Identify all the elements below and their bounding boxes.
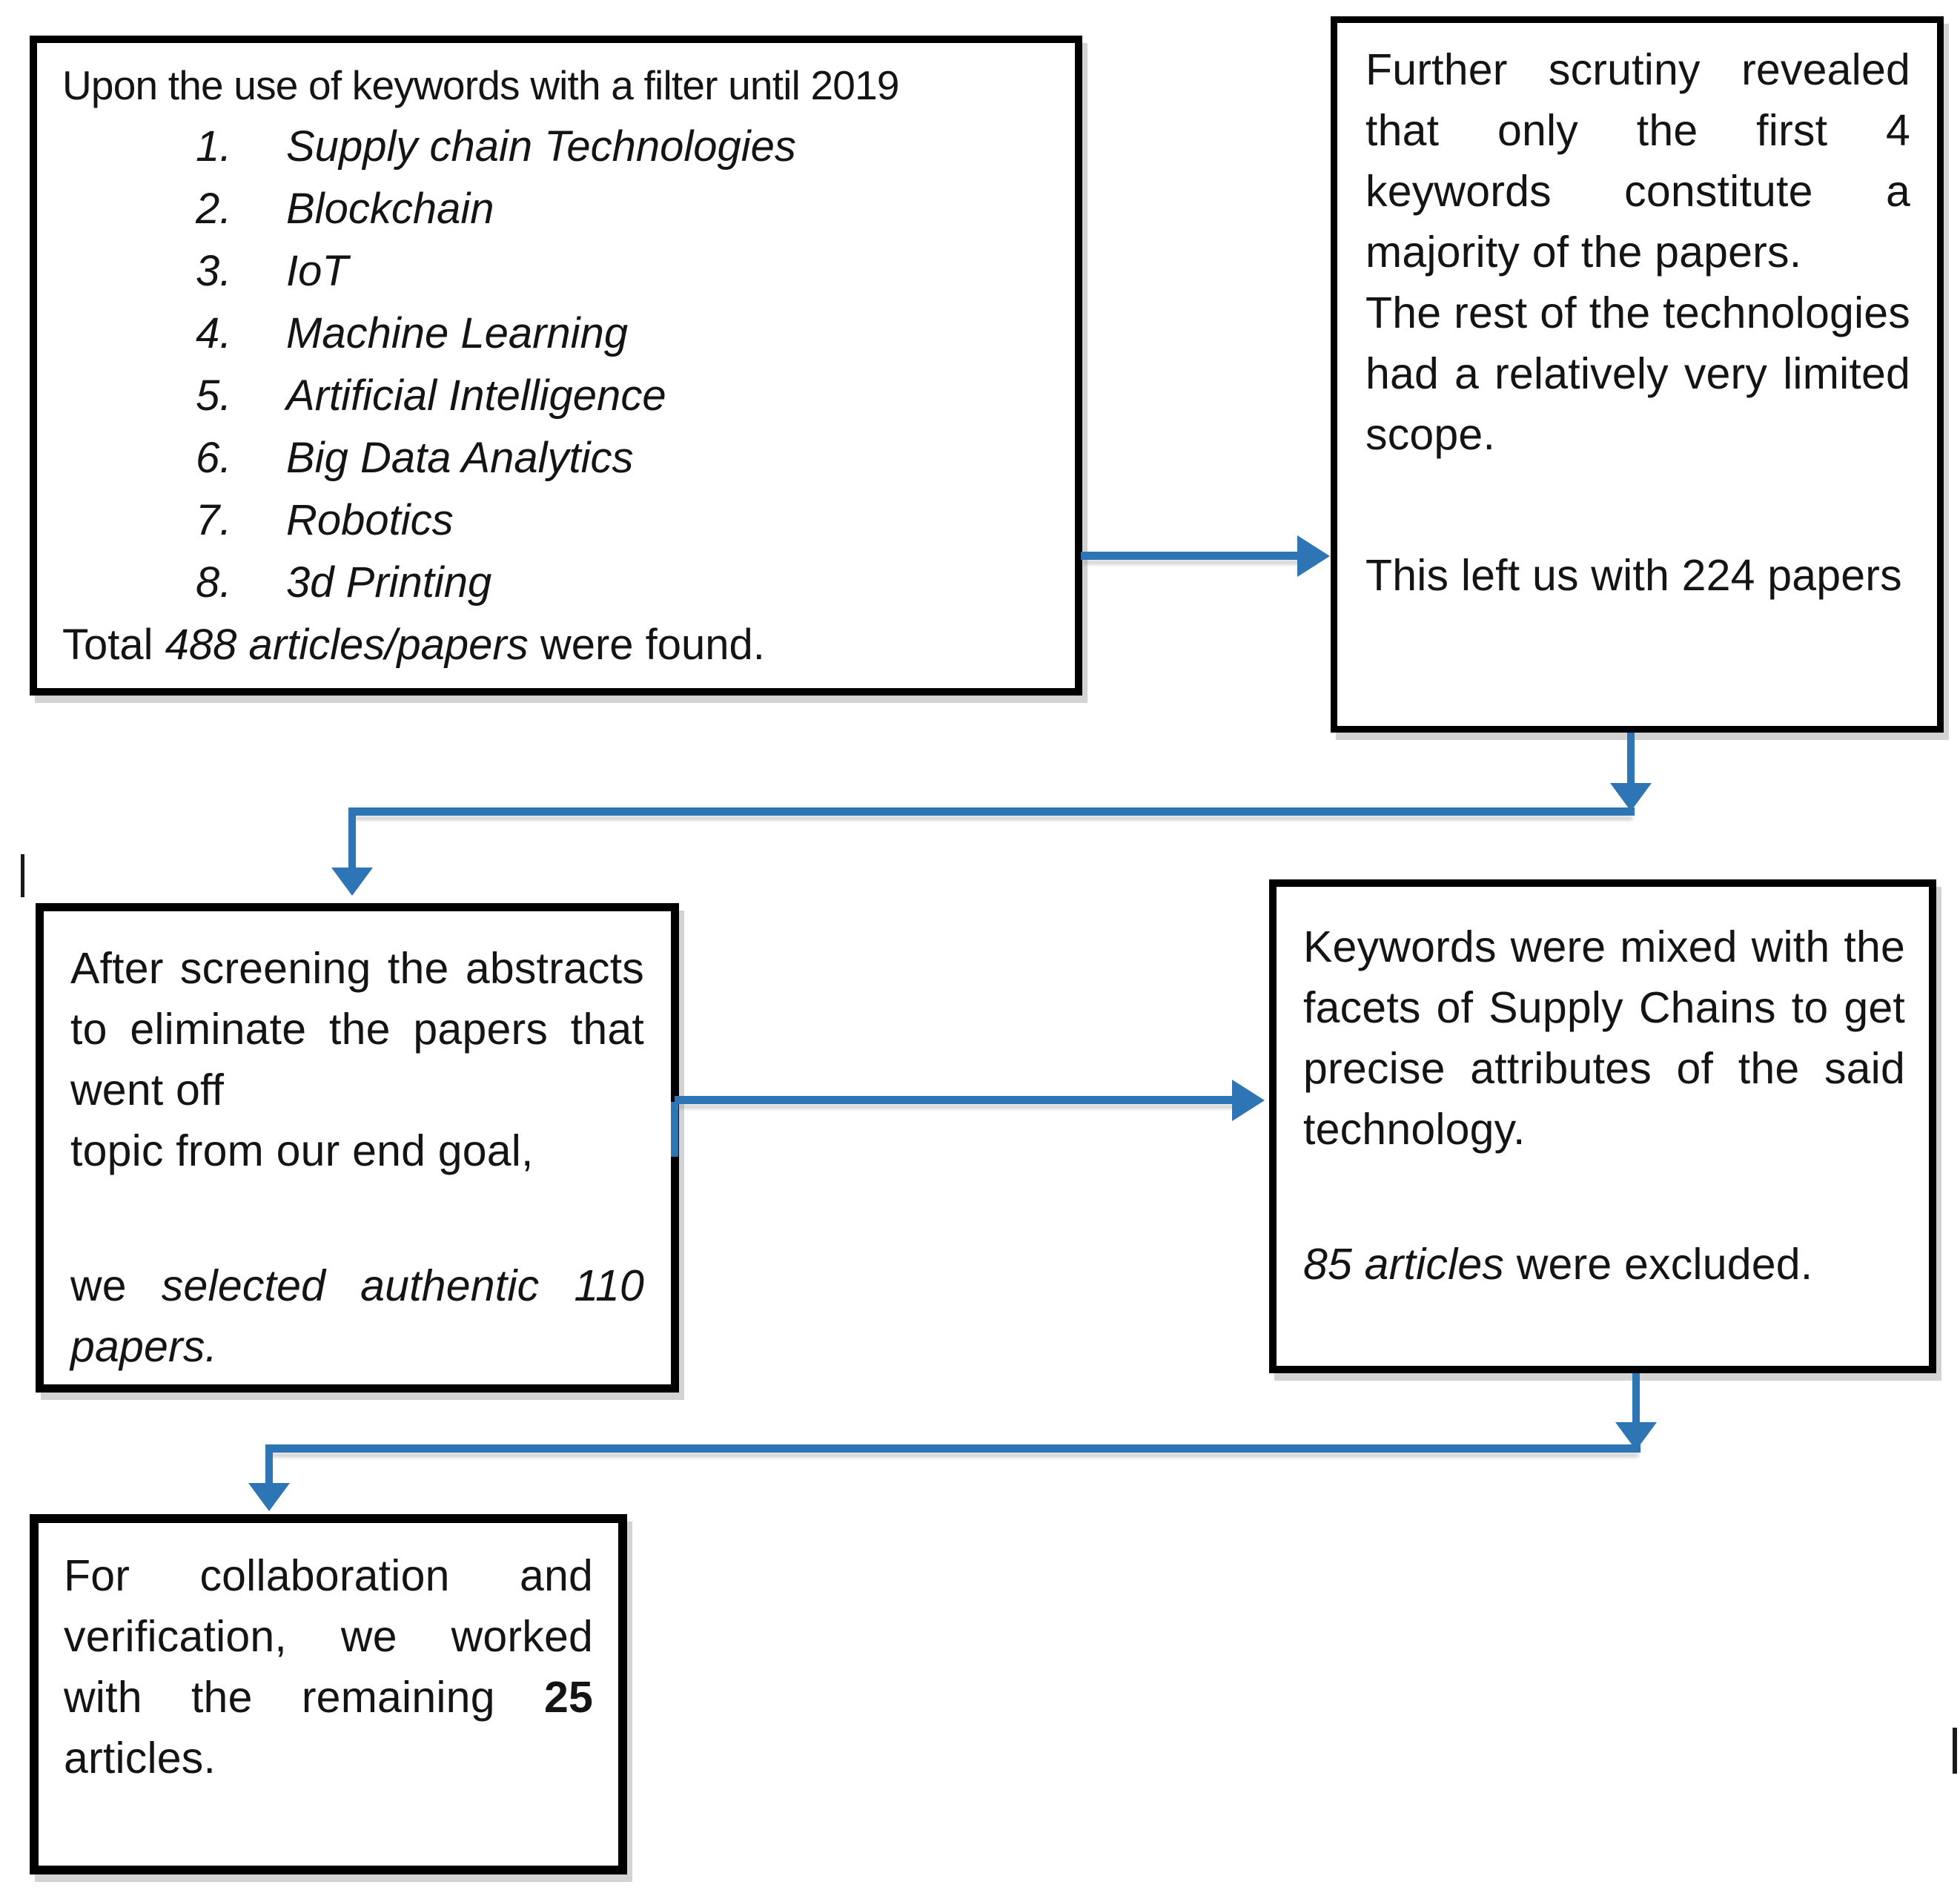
arrow-line <box>1632 1373 1640 1427</box>
box-final-selection: For collaboration and verification, we w… <box>30 1514 627 1874</box>
box-keyword-search: Upon the use of keywords with a filter u… <box>30 36 1082 696</box>
keyword-search-intro: Upon the use of keywords with a filter u… <box>62 62 899 108</box>
spacer <box>70 1181 644 1255</box>
arrow-right-head-icon <box>1297 535 1330 577</box>
scrutiny-paragraph-2: The rest of the technologies had a relat… <box>1365 288 1910 459</box>
arrow-line <box>348 807 356 871</box>
arrow-right-head-icon <box>1232 1080 1265 1121</box>
arrow-down-head-icon <box>248 1483 290 1511</box>
arrow-line <box>265 1444 1640 1453</box>
arrow-down-head-icon <box>331 868 373 896</box>
box-abstract-screening: After screening the abstracts to elimina… <box>36 903 679 1393</box>
keyword-list-item: 1.Supply chain Technologies <box>196 122 796 171</box>
facets-paragraph-2: 85 articles were excluded. <box>1303 1240 1813 1289</box>
arrow-line <box>348 807 1635 816</box>
stray-mark-left <box>21 854 24 897</box>
stray-mark-bottom-right <box>1953 1728 1957 1774</box>
keyword-list-item: 2.Blockchain <box>196 185 494 233</box>
spacer <box>1365 465 1910 545</box>
arrow-stub <box>671 1102 678 1157</box>
box-scrutiny-result: Further scrutiny revealed that only the … <box>1331 16 1944 733</box>
spacer <box>1303 1160 1905 1234</box>
arrow-line <box>1627 733 1635 787</box>
scrutiny-paragraph-1: Further scrutiny revealed that only the … <box>1365 45 1910 277</box>
arrow-down-head-icon <box>1610 783 1652 811</box>
keyword-search-total: Total 488 articles/papers were found. <box>62 621 765 669</box>
keyword-list: 1.Supply chain Technologies 2.Blockchain 3… <box>196 116 1054 614</box>
final-paragraph-1: For collaboration and verification, we w… <box>64 1551 593 1783</box>
box-keyword-facets: Keywords were mixed with the facets of S… <box>1269 879 1936 1373</box>
scrutiny-paragraph-3: This left us with 224 papers <box>1365 551 1902 600</box>
screening-paragraph-2: we selected authentic 110 papers. <box>70 1261 644 1371</box>
keyword-list-item: 8.3d Printing <box>196 558 492 607</box>
keyword-list-item: 7.Robotics <box>196 496 454 544</box>
keyword-list-item: 5.Artificial Intelligence <box>196 371 666 420</box>
keyword-list-item: 6.Big Data Analytics <box>196 434 634 482</box>
keyword-list-item: 4.Machine Learning <box>196 309 629 357</box>
arrow-line <box>675 1096 1236 1104</box>
keyword-list-item: 3.IoT <box>196 247 348 295</box>
facets-paragraph-1: Keywords were mixed with the facets of S… <box>1303 922 1905 1154</box>
arrow-line <box>265 1444 273 1486</box>
arrow-line <box>1081 552 1303 560</box>
screening-paragraph-1: After screening the abstracts to elimina… <box>70 944 644 1175</box>
